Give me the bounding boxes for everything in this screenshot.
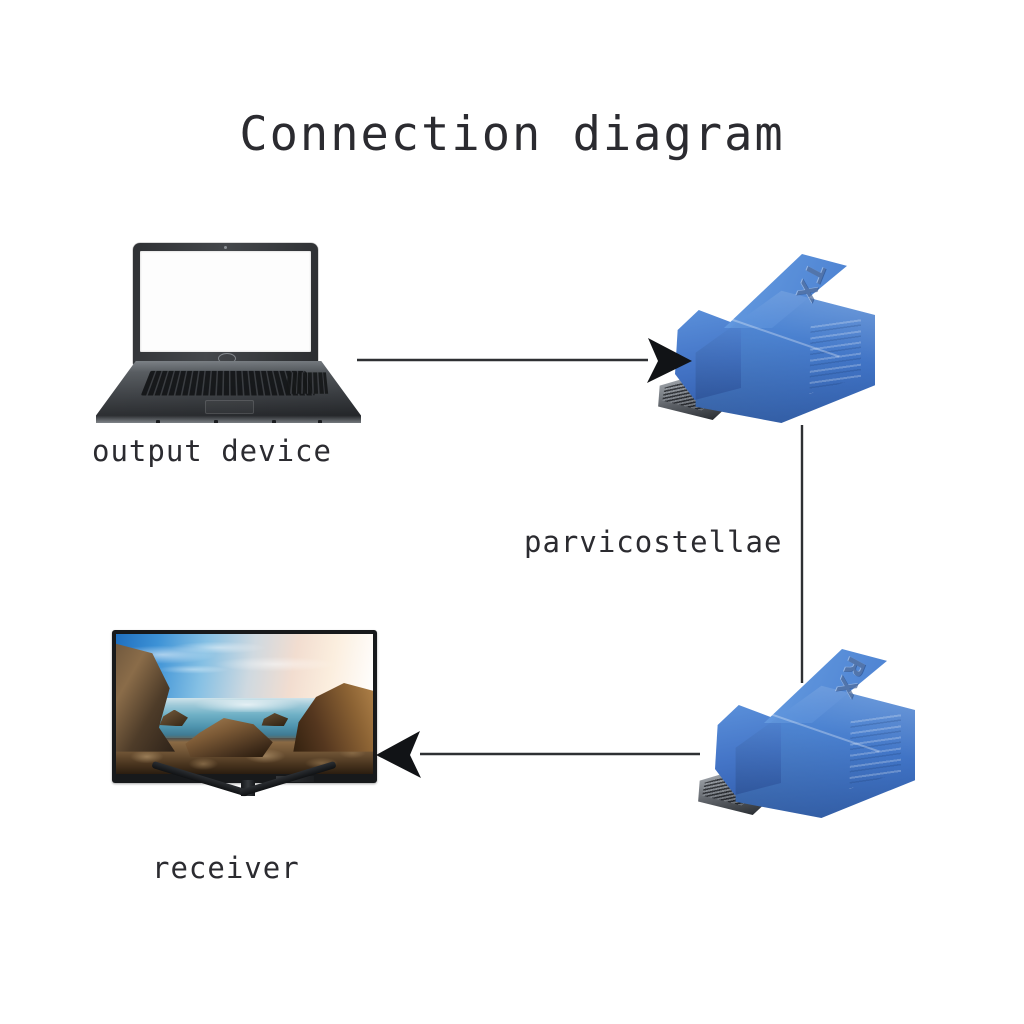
laptop-screen xyxy=(140,251,311,352)
laptop-foot xyxy=(318,420,322,423)
monitor-icon xyxy=(112,630,384,845)
laptop-numpad xyxy=(285,372,328,394)
laptop-icon xyxy=(96,243,361,428)
laptop-foot xyxy=(214,420,218,423)
laptop-lid xyxy=(133,243,318,365)
output-device-label: output device xyxy=(92,434,332,468)
cable-link-label: parvicostellae xyxy=(524,525,783,559)
laptop-webcam-icon xyxy=(223,246,227,249)
output-to-transmitter-arrow xyxy=(357,338,692,383)
laptop-foot xyxy=(156,420,160,423)
receiver-label: receiver xyxy=(152,851,300,885)
laptop-base xyxy=(96,361,361,423)
monitor-bezel xyxy=(112,630,377,783)
hdmi-extender-adapter-icon-rx: RX xyxy=(695,645,930,845)
laptop-touchpad xyxy=(204,400,255,415)
hdmi-extender-adapter-icon-tx: TX xyxy=(655,250,890,450)
receiver-adapter-to-monitor-arrow xyxy=(376,731,700,778)
laptop-foot xyxy=(272,420,276,423)
page-title: Connection diagram xyxy=(239,107,785,162)
monitor-screen xyxy=(116,634,373,774)
wallpaper-sun-glint xyxy=(187,699,307,713)
